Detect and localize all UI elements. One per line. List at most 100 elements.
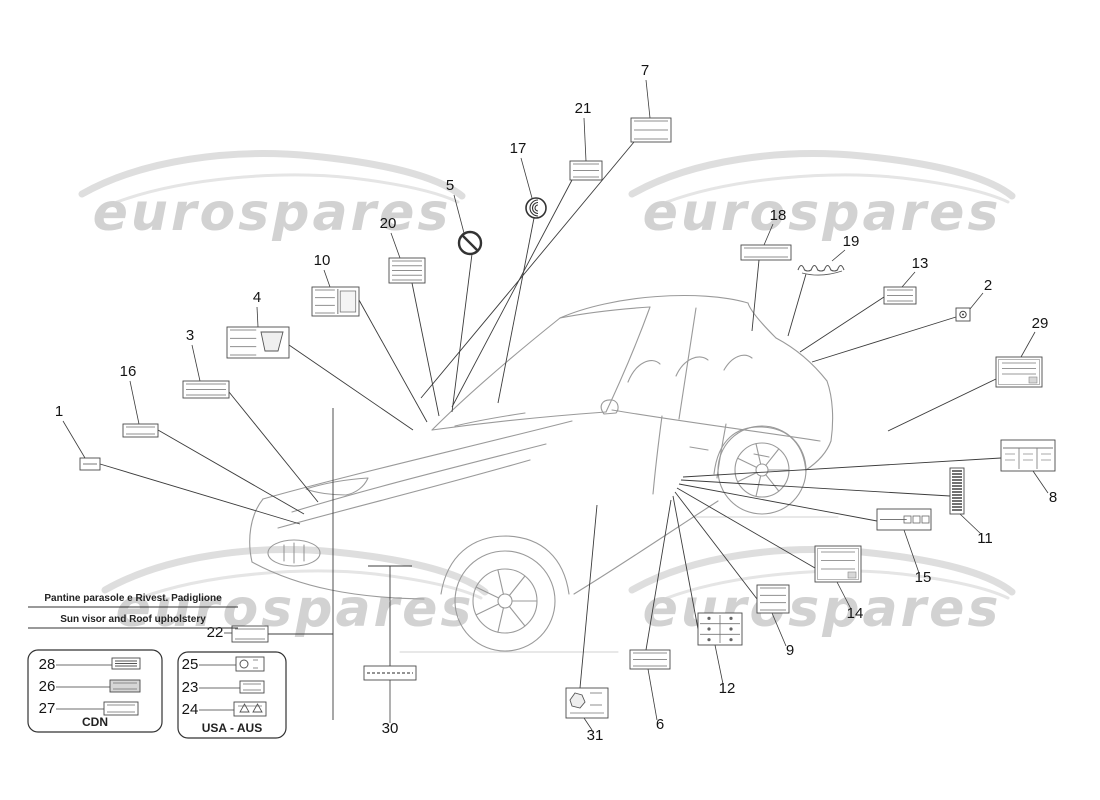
callout-number-29: 29: [1032, 315, 1049, 332]
callout-11[interactable]: 11: [680, 467, 993, 547]
leader-line: [288, 344, 414, 431]
leader-line: [157, 429, 305, 515]
callout-5[interactable]: 5: [446, 177, 483, 413]
callout-10[interactable]: 10: [311, 252, 428, 423]
number-connector-line: [62, 420, 86, 459]
callout-23[interactable]: 23: [182, 679, 265, 696]
callout-14[interactable]: 14: [676, 487, 864, 622]
sticker-pictogram-grid-label: [697, 612, 743, 646]
number-connector-line: [1032, 470, 1049, 494]
callout-number-28: 28: [39, 656, 56, 673]
sticker-label-with-map: [565, 687, 609, 719]
callout-25[interactable]: 25: [182, 656, 265, 673]
sticker-text-label: [231, 625, 269, 643]
callout-number-27: 27: [39, 700, 56, 717]
callout-13[interactable]: 13: [799, 255, 928, 353]
callout-number-20: 20: [380, 215, 397, 232]
cdn-box-outline: [27, 649, 163, 733]
number-connector-line: [191, 344, 201, 382]
callout-3[interactable]: 3: [182, 327, 319, 503]
number-connector-line: [771, 612, 787, 647]
number-connector-line: [645, 79, 651, 119]
door-handles: [689, 446, 770, 458]
number-connector-line: [831, 249, 846, 262]
number-connector-line: [903, 529, 920, 574]
usa-aus-label: USA - AUS: [202, 721, 262, 735]
sticker-barcode-strip: [949, 467, 965, 515]
callout-27[interactable]: 27: [39, 700, 139, 717]
callout-18[interactable]: 18: [740, 207, 792, 332]
car-illustration: [249, 294, 839, 653]
callout-2[interactable]: 2: [811, 277, 992, 363]
callout-8[interactable]: 8: [682, 439, 1057, 506]
callout-19[interactable]: 19: [787, 233, 859, 337]
side-mirror: [600, 399, 619, 415]
callout-number-12: 12: [719, 680, 736, 697]
callout-24[interactable]: 24: [182, 701, 267, 718]
sticker-tire-pressure-label: [1000, 439, 1056, 472]
sticker-pictogram-label: [955, 307, 971, 322]
callout-number-30: 30: [382, 720, 399, 737]
sticker-text-label: [103, 701, 139, 716]
cdn-group-box: CDN: [27, 649, 163, 733]
number-connector-line: [959, 513, 982, 535]
sticker-strip-label-with-icons: [876, 508, 932, 531]
footnote-line2: Sun visor and Roof upholstery: [60, 614, 206, 625]
car-body: [249, 294, 834, 600]
watermark-swoosh: [665, 173, 1010, 204]
callout-26[interactable]: 26: [39, 678, 141, 695]
number-connector-line: [520, 157, 533, 199]
number-connector-line: [390, 232, 401, 259]
door-seam: [652, 415, 663, 495]
callout-12[interactable]: 12: [672, 495, 743, 697]
leader-line: [678, 483, 878, 522]
callout-4[interactable]: 4: [226, 289, 414, 431]
callout-number-1: 1: [55, 403, 63, 420]
leader-line: [228, 391, 319, 503]
callout-number-24: 24: [182, 701, 199, 718]
sticker-small-text-label: [79, 457, 101, 471]
sticker-label-with-circle-symbol: [235, 656, 265, 672]
callout-29[interactable]: 29: [887, 315, 1049, 432]
callout-7[interactable]: 7: [420, 62, 672, 399]
callout-21[interactable]: 21: [451, 100, 603, 408]
callout-30[interactable]: 30: [363, 565, 417, 737]
callout-number-6: 6: [656, 716, 664, 733]
number-connector-line: [129, 380, 140, 425]
leader-line: [887, 378, 997, 432]
callout-31[interactable]: 31: [565, 504, 609, 744]
leader-line: [358, 299, 428, 423]
watermark-swoosh: [138, 569, 483, 600]
callout-17[interactable]: 17: [497, 140, 547, 404]
watermark-text: eurospares: [643, 183, 1002, 243]
callout-6[interactable]: 6: [629, 499, 672, 733]
callout-28[interactable]: 28: [39, 656, 141, 673]
watermark-text: eurospares: [116, 579, 475, 639]
callout-20[interactable]: 20: [380, 215, 440, 417]
leader-line: [811, 316, 957, 363]
callout-9[interactable]: 9: [674, 491, 794, 659]
watermark-top-right: eurospares: [628, 150, 1016, 243]
sticker-text-label: [756, 584, 790, 614]
leader-line: [451, 253, 473, 413]
sticker-thin-strip-label: [363, 665, 417, 681]
leader-line: [420, 141, 635, 399]
callouts: 1234567891011121314151617181920212223242…: [39, 62, 1058, 744]
leader-line: [645, 499, 672, 651]
callout-number-14: 14: [847, 605, 864, 622]
car-glass: [431, 306, 821, 442]
callout-number-9: 9: [786, 642, 794, 659]
callout-16[interactable]: 16: [120, 363, 305, 515]
watermark-top-left: eurospares: [78, 150, 466, 243]
number-connector-line: [583, 117, 587, 162]
callout-15[interactable]: 15: [678, 483, 932, 586]
leader-line: [680, 479, 951, 497]
sticker-certification-label: [814, 545, 862, 583]
leader-line: [676, 487, 816, 569]
callout-number-15: 15: [915, 569, 932, 586]
callout-1[interactable]: 1: [55, 403, 301, 525]
number-connector-line: [1020, 331, 1036, 358]
number-connector-line: [763, 223, 774, 246]
cdn-label: CDN: [82, 715, 108, 729]
callout-number-22: 22: [207, 624, 224, 641]
